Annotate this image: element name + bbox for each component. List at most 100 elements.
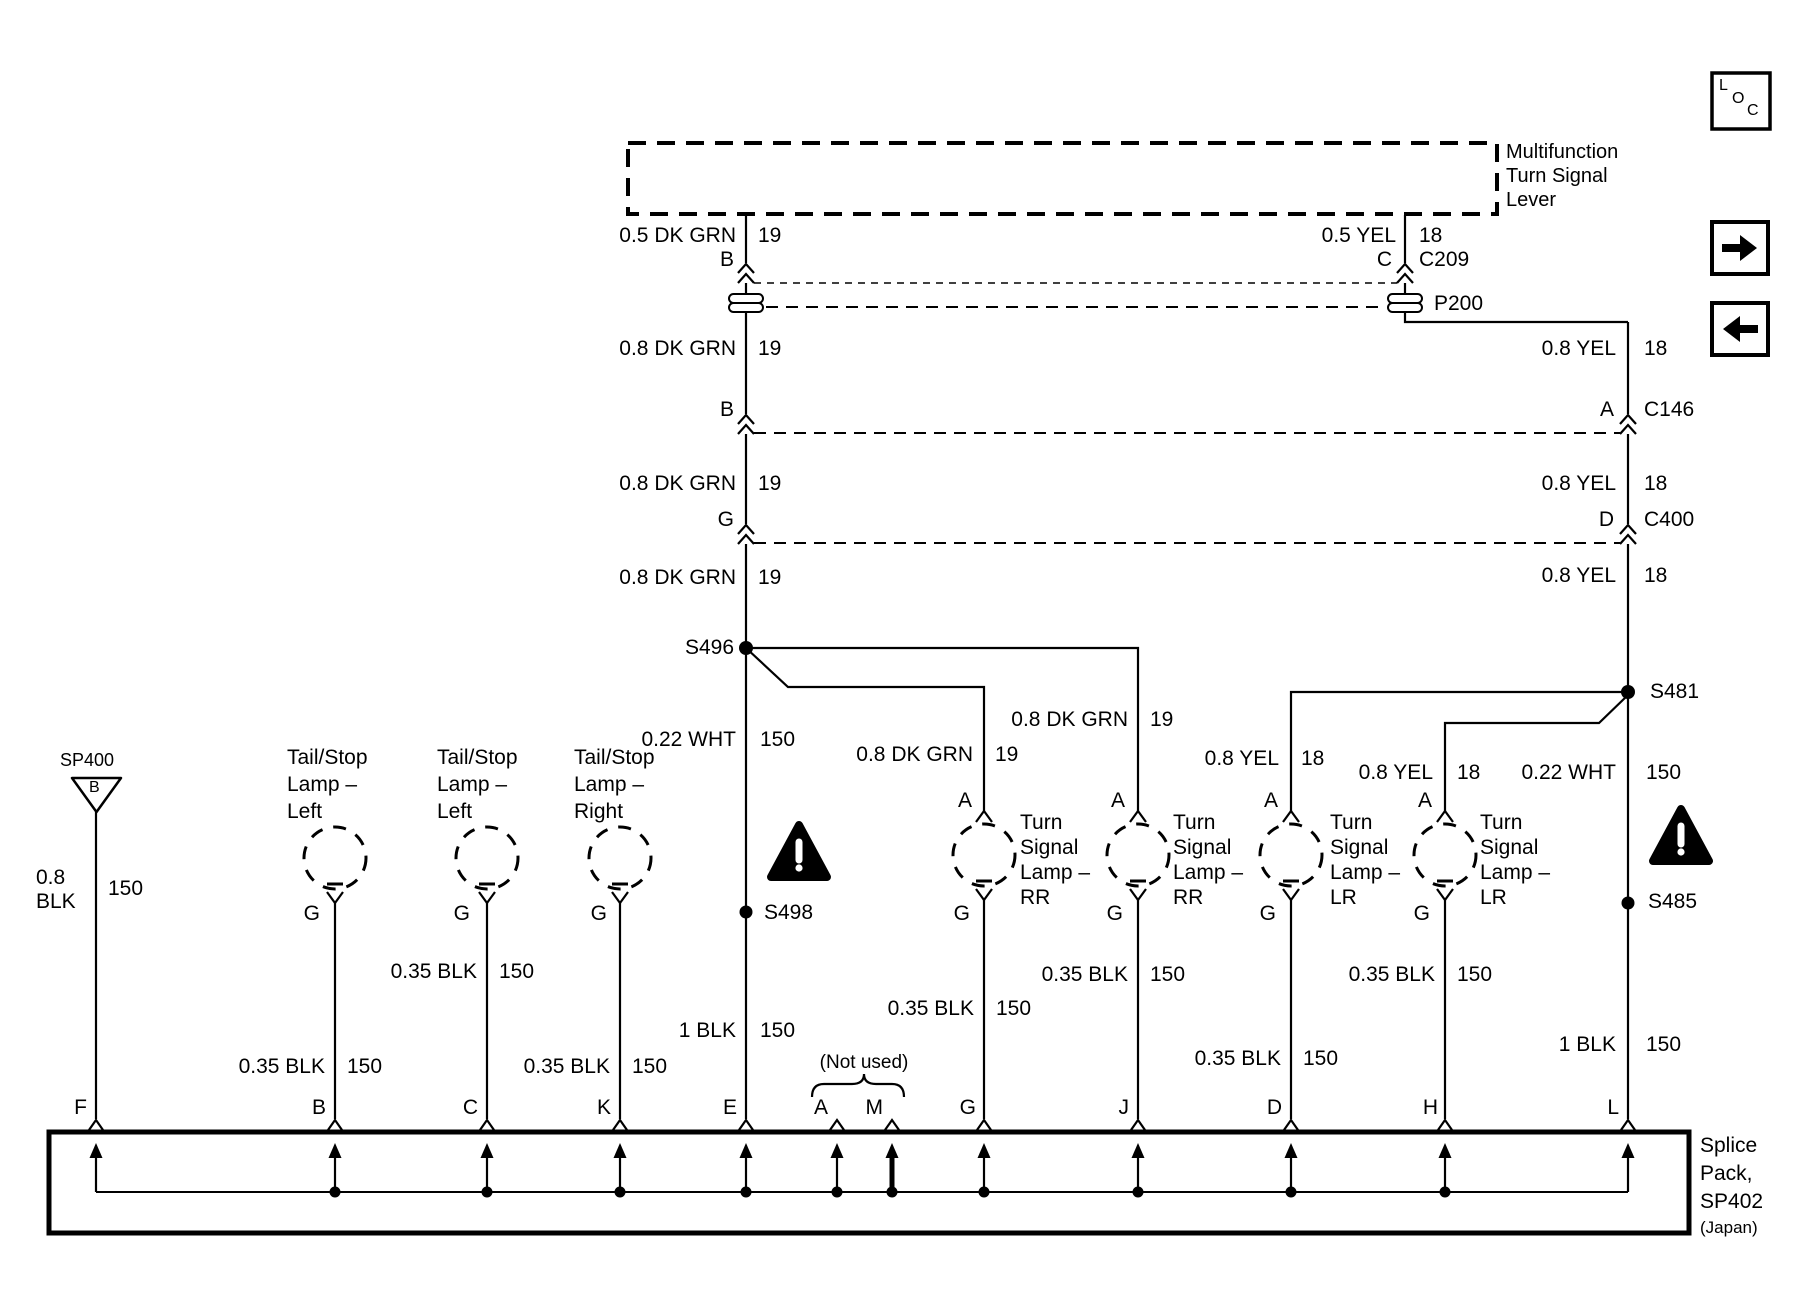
pin-label: G	[953, 902, 970, 925]
turn-signal-lamp-rr-1-icon	[951, 822, 1017, 888]
wire-circuit-label: 150	[108, 877, 144, 900]
pin-label: B	[719, 398, 734, 421]
tail-stop-lamp-left-1-icon	[302, 825, 368, 891]
terminal-label: A	[813, 1096, 828, 1119]
loc-icon[interactable]	[1710, 71, 1772, 131]
wire-size-label: 0.22 WHT	[1521, 761, 1616, 784]
pin-label: A	[957, 789, 972, 812]
terminal-label: B	[311, 1096, 326, 1119]
pin-label: B	[719, 248, 734, 271]
wire-circuit-label: 150	[760, 1019, 796, 1042]
p200-grommet-icon	[728, 293, 764, 313]
wire-size-label: 0.35 BLK	[523, 1055, 610, 1078]
wire-circuit-label: 150	[1457, 963, 1493, 986]
wire-size-label: 0.8 YEL	[1541, 564, 1616, 587]
s498-splice-dot	[739, 905, 753, 919]
connector-label: C146	[1644, 398, 1695, 421]
wire-circuit-label: 18	[1457, 761, 1481, 784]
wire-circuit-label: 150	[1150, 963, 1186, 986]
pin-label: G	[303, 902, 320, 925]
connector-chevron	[1395, 262, 1415, 285]
splice-pack-label: Splice Pack, SP402	[1700, 1134, 1764, 1213]
wire-size-label: 0.22 WHT	[641, 728, 736, 751]
connector-label: C209	[1419, 248, 1470, 271]
sp400-label: SP400	[60, 750, 115, 770]
terminal-label: C	[462, 1096, 478, 1119]
terminal-label: L	[1607, 1096, 1619, 1119]
p200-grommet-icon	[1387, 293, 1423, 313]
terminal-label: H	[1422, 1096, 1438, 1119]
wire-size-label: 1 BLK	[678, 1019, 736, 1042]
pin-label: D	[1598, 508, 1614, 531]
connector-chevron	[736, 523, 756, 546]
wire-circuit-label: 18	[1644, 472, 1668, 495]
terminal-label: F	[74, 1096, 87, 1119]
turn-signal-lamp-rr-2-icon	[1105, 822, 1171, 888]
loc-letter: O	[1732, 90, 1745, 107]
terminal-label: M	[865, 1096, 884, 1119]
terminal-label: E	[722, 1096, 737, 1119]
splice-pack-box	[46, 1129, 1692, 1236]
wire-size-label: 0.8 YEL	[1541, 472, 1616, 495]
wire-size-label: 0.8 DK GRN	[1011, 708, 1128, 731]
not-used-label: (Not used)	[819, 1052, 909, 1073]
warning-triangle-icon	[771, 825, 827, 877]
s496-splice-dot	[739, 641, 753, 655]
wire-size-label: 0.35 BLK	[887, 997, 974, 1020]
wire-circuit-label: 150	[760, 728, 796, 751]
connector-chevron	[736, 262, 756, 285]
s485-splice-dot	[1621, 896, 1635, 910]
turn-signal-lamp-lr-1-icon	[1258, 822, 1324, 888]
pin-label: G	[590, 902, 607, 925]
wire-circuit-label: 19	[995, 743, 1019, 766]
s496-branches	[745, 646, 1140, 811]
splice-label: S485	[1648, 890, 1698, 913]
wire-circuit-label: 19	[758, 337, 782, 360]
pin-label: A	[1417, 789, 1432, 812]
turn-signal-lamp-lr-2-icon	[1412, 822, 1478, 888]
terminal-label: D	[1266, 1096, 1282, 1119]
splice-pack-terminal-chevrons	[87, 1118, 1637, 1132]
splice-label: S498	[764, 901, 814, 924]
wire-size-label: 0.35 BLK	[1041, 963, 1128, 986]
splice-label: S481	[1650, 680, 1700, 703]
tail-stop-lamp-left-2-icon	[454, 825, 520, 891]
wire-size-label: 1 BLK	[1558, 1033, 1616, 1056]
sp400-pin: B	[89, 779, 100, 796]
pin-label: G	[453, 902, 470, 925]
wire-size-label: 0.8 DK GRN	[856, 743, 973, 766]
wire-circuit-label: 150	[996, 997, 1032, 1020]
wire-size-label: 0.8 YEL	[1204, 747, 1279, 770]
s481-branches	[1289, 690, 1629, 811]
forward-arrow-icon[interactable]	[1710, 220, 1770, 276]
wire-circuit-label: 150	[347, 1055, 383, 1078]
terminal-label: G	[959, 1096, 976, 1119]
wire-circuit-label: 18	[1419, 224, 1443, 247]
pin-label: A	[1110, 789, 1125, 812]
wire-circuit-label: 19	[758, 472, 782, 495]
wire-circuit-label: 18	[1644, 564, 1668, 587]
splice-pack-internal-arrows	[88, 1141, 1636, 1194]
terminal-label: J	[1118, 1096, 1130, 1119]
wire-size-label: 0.35 BLK	[390, 960, 477, 983]
pin-label: G	[1259, 902, 1276, 925]
wire-circuit-label: 150	[1303, 1047, 1339, 1070]
pin-label: C	[1376, 248, 1392, 271]
wire-circuit-label: 150	[499, 960, 535, 983]
wire-size-label: 0.5 DK GRN	[619, 224, 736, 247]
not-used-brace	[810, 1073, 906, 1098]
loc-letter: C	[1747, 102, 1759, 119]
wire-circuit-label: 19	[758, 566, 782, 589]
sp400-symbol	[70, 776, 123, 1119]
connector-chevron	[1618, 523, 1638, 546]
back-arrow-icon[interactable]	[1710, 301, 1770, 357]
